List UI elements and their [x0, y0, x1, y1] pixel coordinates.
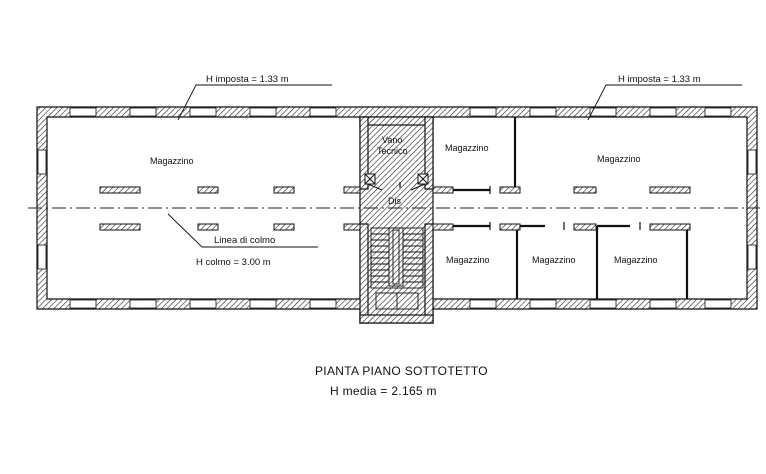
core-walls — [359, 116, 434, 324]
ridge-line-label: Linea di colmo — [214, 235, 275, 246]
room-magazzino-south-2: Magazzino — [532, 255, 576, 265]
imposta-right-label: H imposta = 1.33 m — [618, 74, 701, 85]
imposta-left-label: H imposta = 1.33 m — [206, 74, 289, 85]
staircase — [370, 227, 424, 310]
drawing-average-height: H media = 2.165 m — [330, 384, 437, 398]
window-openings — [37, 107, 757, 309]
ridge-leader — [167, 213, 318, 248]
imposta-leaders — [177, 84, 742, 121]
drawing-title: PIANTA PIANO SOTTOTETTO — [315, 364, 488, 378]
pillars — [99, 186, 691, 231]
room-magazzino-west: Magazzino — [150, 156, 194, 166]
technical-vents — [364, 173, 429, 191]
room-magazzino-north-east: Magazzino — [597, 154, 641, 164]
room-magazzino-south-1: Magazzino — [446, 255, 490, 265]
door-jambs — [399, 182, 641, 230]
room-magazzino-south-3: Magazzino — [614, 255, 658, 265]
room-vano-tecnico-line1: Vano — [382, 135, 402, 145]
room-vano-tecnico-line2: Tecnico — [377, 146, 408, 156]
ridge-height-label: H colmo = 3.00 m — [196, 257, 271, 268]
room-magazzino-north-mid: Magazzino — [445, 143, 489, 153]
room-corridor: Dis — [388, 196, 401, 206]
